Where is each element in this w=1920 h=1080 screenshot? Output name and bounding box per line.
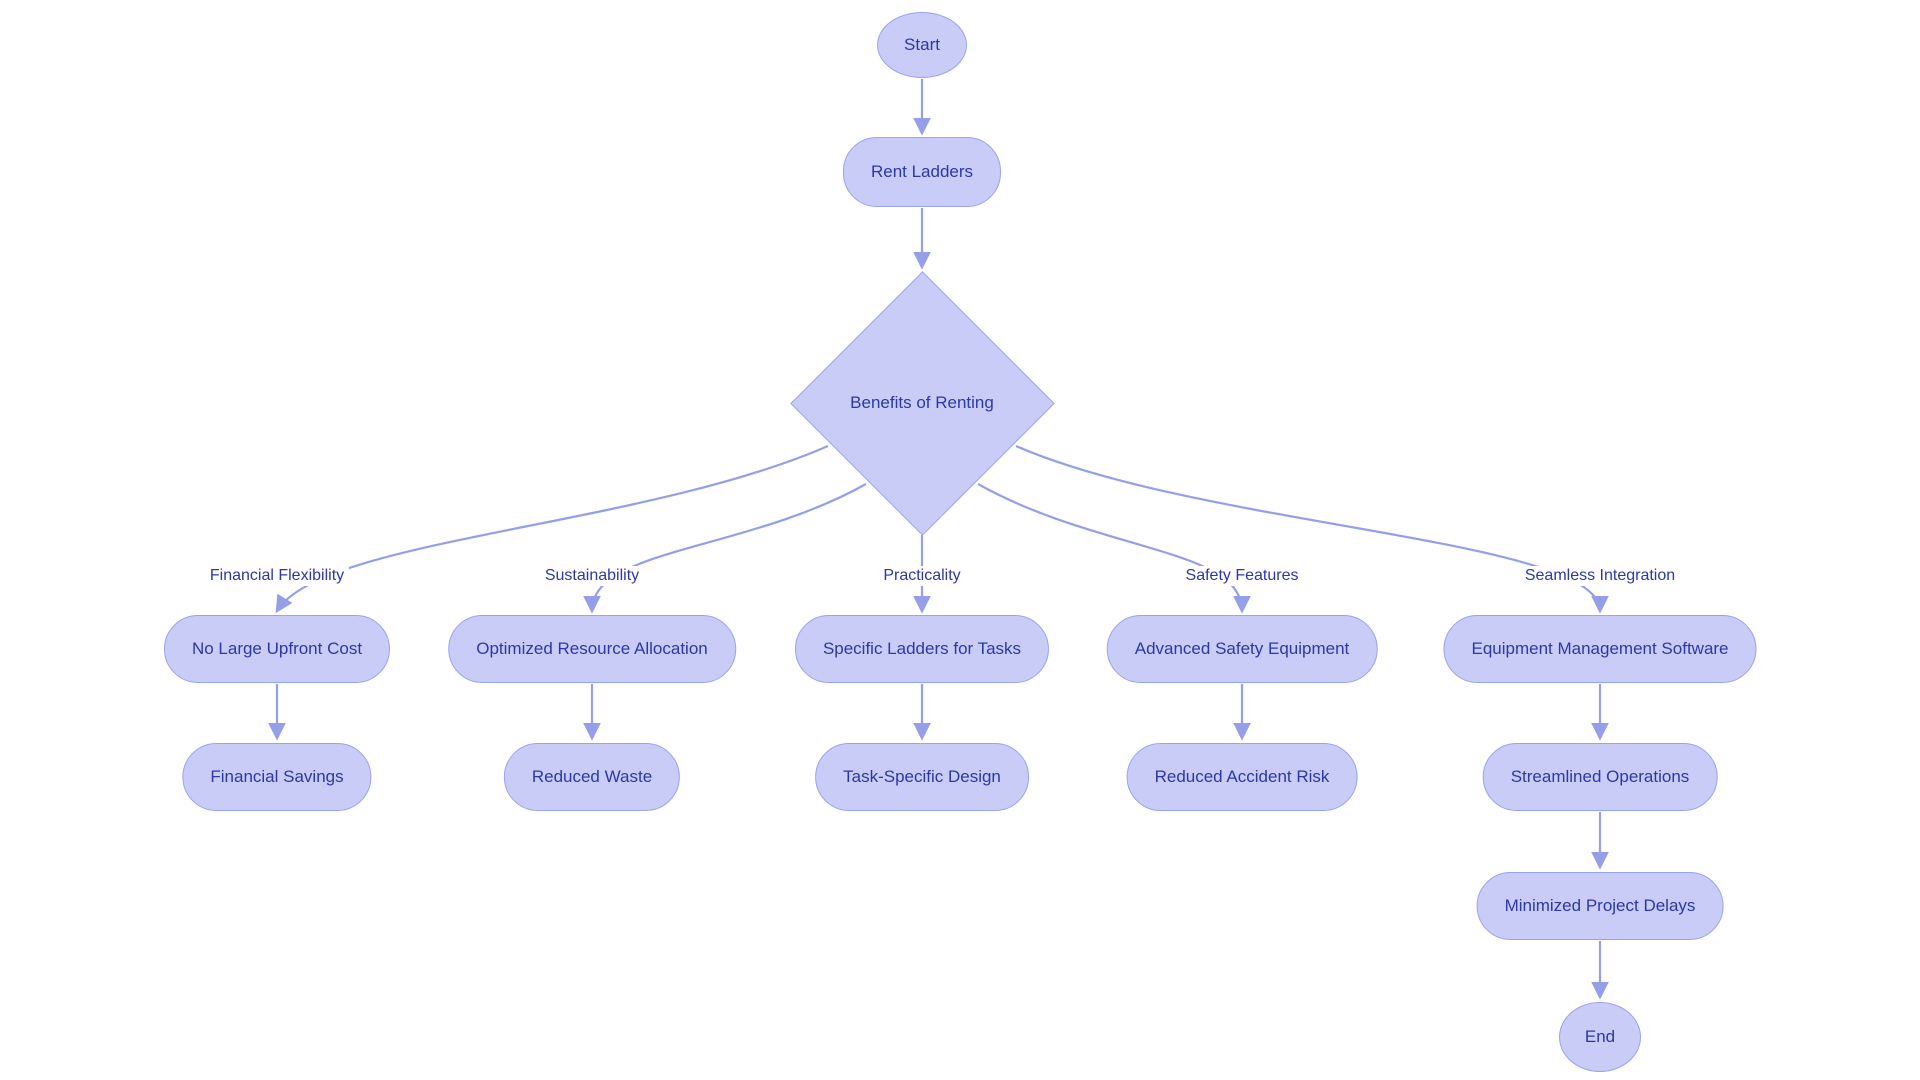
node-equipment-management-software: Equipment Management Software [1443,615,1757,683]
node-start: Start [877,12,967,78]
node-financial-savings: Financial Savings [182,743,372,811]
node-reduced-accident-risk: Reduced Accident Risk [1126,743,1358,811]
node-no-large-upfront-cost: No Large Upfront Cost [163,615,391,683]
node-streamlined-operations: Streamlined Operations [1482,743,1718,811]
node-reduced-waste: Reduced Waste [503,743,681,811]
node-optimized-resource-allocation: Optimized Resource Allocation [448,615,736,683]
edge-label-financial-flexibility: Financial Flexibility [204,566,350,586]
edge-label-seamless-integration: Seamless Integration [1519,566,1681,586]
node-benefits-of-renting-label: Benefits of Renting [850,393,994,412]
edge-label-sustainability: Sustainability [539,566,645,586]
edge-label-practicality: Practicality [878,566,966,586]
edge-decision-to-no-large-upfront-cost [275,444,829,614]
edge-decision-to-optimized-resource-allocation [583,483,867,614]
node-rent-ladders: Rent Ladders [842,137,1002,207]
node-task-specific-design: Task-Specific Design [815,743,1029,811]
edge-decision-to-advanced-safety-equipment [977,483,1251,614]
node-advanced-safety-equipment: Advanced Safety Equipment [1106,615,1378,683]
node-end: End [1559,1002,1641,1072]
node-minimized-project-delays: Minimized Project Delays [1476,872,1724,940]
node-specific-ladders-for-tasks: Specific Ladders for Tasks [794,615,1050,683]
edge-decision-to-equipment-management-software [1015,444,1609,614]
edge-label-safety-features: Safety Features [1180,566,1304,586]
